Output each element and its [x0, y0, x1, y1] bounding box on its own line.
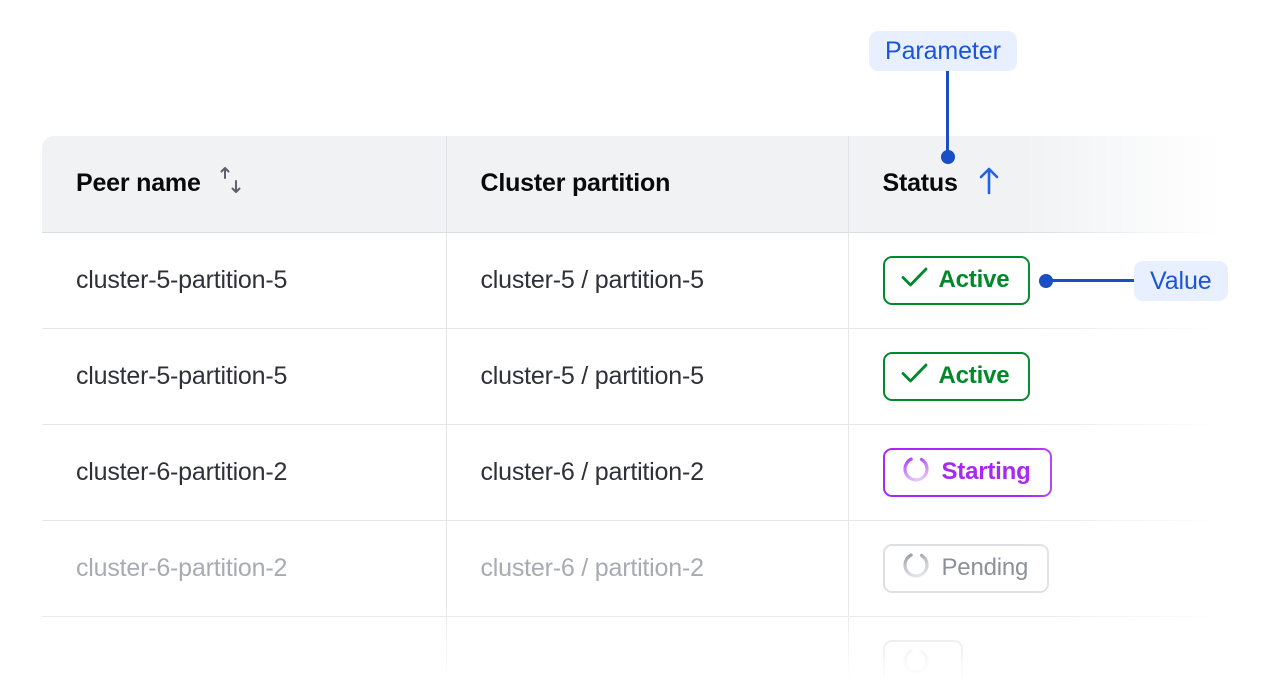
spinner-icon [901, 454, 931, 491]
column-header-cluster-partition[interactable]: Cluster partition [446, 136, 849, 233]
peer-table: Peer name Cluster partition [42, 136, 1232, 688]
column-header-peer-name[interactable]: Peer name [42, 136, 447, 233]
sort-up-icon[interactable] [974, 164, 1004, 203]
column-header-cluster-partition-label: Cluster partition [480, 169, 671, 198]
status-badge-label: Pending [941, 554, 1029, 581]
status-badge: Starting [882, 447, 1052, 497]
table-row[interactable]: cluster-6-partition-2 cluster-6 / partit… [42, 424, 1232, 521]
table-row[interactable]: cluster-5-partition-5 cluster-5 / partit… [42, 328, 1232, 425]
cell-status [848, 616, 1232, 688]
cell-peer-name: cluster-6-partition-2 [42, 424, 447, 521]
spinner-icon [901, 550, 931, 587]
table-body: cluster-5-partition-5 cluster-5 / partit… [42, 232, 1232, 688]
table-header-row: Peer name Cluster partition [42, 136, 1232, 233]
table-header: Peer name Cluster partition [42, 136, 1232, 233]
cell-cluster-partition: cluster-6 / partition-2 [446, 424, 849, 521]
sort-updown-icon[interactable] [217, 165, 245, 202]
cell-cluster-partition: cluster-5 / partition-5 [446, 328, 849, 425]
cell-cluster-partition: cluster-5 / partition-5 [446, 232, 849, 329]
table-row[interactable]: cluster-6-partition-2 cluster-6 / partit… [42, 520, 1232, 617]
annotation-dot-value [1039, 274, 1053, 288]
status-badge-label: Starting [941, 458, 1031, 485]
column-header-status-label: Status [882, 169, 958, 198]
column-header-status[interactable]: Status [848, 136, 1232, 233]
cell-status: Active [848, 328, 1232, 425]
annotation-chip-value: Value [1134, 261, 1228, 301]
status-badge: Active [882, 255, 1031, 305]
status-badge-label: Active [938, 266, 1010, 293]
annotation-leader-line-parameter [946, 71, 949, 157]
status-badge [882, 639, 963, 688]
annotation-leader-line-value [1052, 279, 1134, 282]
check-icon [901, 362, 928, 391]
column-header-peer-name-label: Peer name [76, 169, 201, 198]
cell-status: Pending [848, 520, 1232, 617]
cell-peer-name: cluster-5-partition-5 [42, 232, 447, 329]
annotation-chip-parameter: Parameter [869, 31, 1017, 71]
status-badge: Active [882, 351, 1031, 401]
cell-cluster-partition [446, 616, 849, 688]
peer-table-container: Peer name Cluster partition [42, 136, 1232, 688]
cell-cluster-partition: cluster-6 / partition-2 [446, 520, 849, 617]
status-badge: Pending [882, 543, 1050, 593]
cell-peer-name [42, 616, 447, 688]
cell-status: Starting [848, 424, 1232, 521]
annotation-dot-parameter [941, 150, 955, 164]
cell-peer-name: cluster-6-partition-2 [42, 520, 447, 617]
table-row[interactable] [42, 616, 1232, 688]
check-icon [901, 266, 928, 295]
status-badge-label: Active [938, 362, 1010, 389]
spinner-icon [901, 646, 931, 683]
cell-peer-name: cluster-5-partition-5 [42, 328, 447, 425]
